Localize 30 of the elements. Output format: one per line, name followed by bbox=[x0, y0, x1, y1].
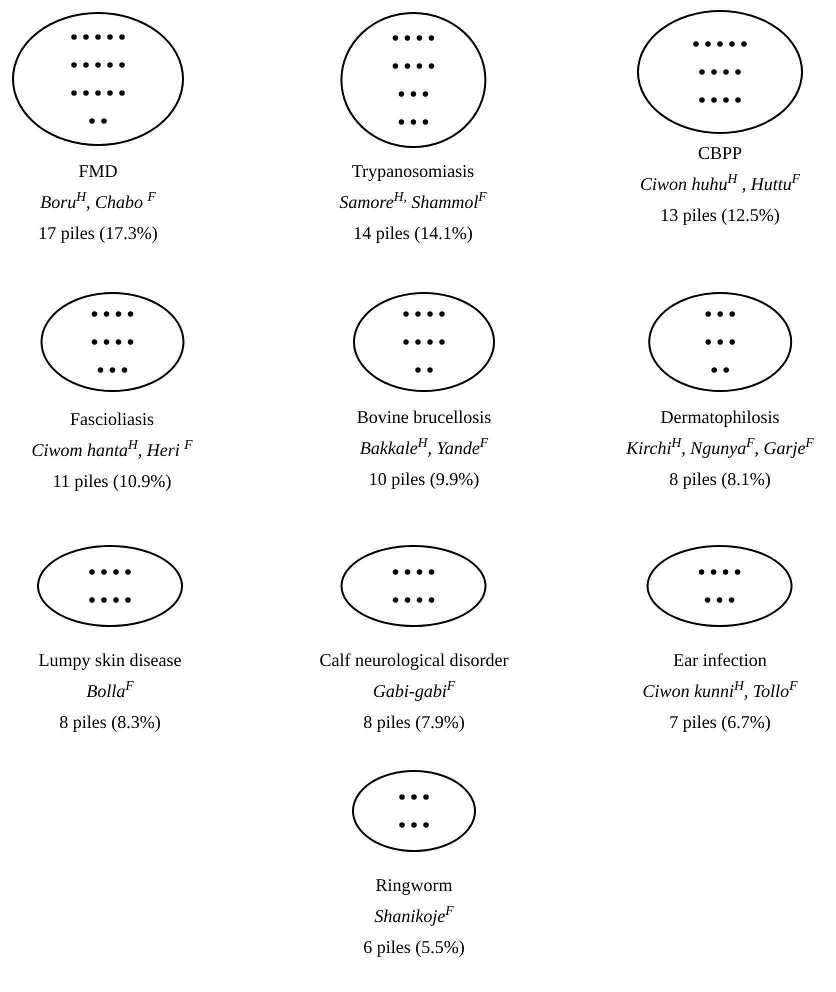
local-names: Bolla$^{F}$ bbox=[86, 680, 134, 702]
local-names: Bakkale$^{H}$, Yande$^{F}$ bbox=[360, 437, 488, 459]
pile-count: 11 piles (10.9%) bbox=[52, 470, 172, 492]
disease-name: Dermatophilosis bbox=[660, 406, 780, 428]
pile-count: 14 piles (14.1%) bbox=[353, 222, 473, 244]
local-names: Ciwon kunni$^{H}$, Tollo$^{F}$ bbox=[642, 680, 798, 702]
pile-count: 13 piles (12.5%) bbox=[660, 204, 780, 226]
disease-name: Fascioliasis bbox=[70, 408, 154, 430]
pile-count: 10 piles (9.9%) bbox=[368, 468, 480, 490]
disease-name: CBPP bbox=[698, 142, 742, 164]
disease-name: Ear infection bbox=[673, 649, 767, 671]
local-names: Boru$^{H}$, Chabo $^{F}$ bbox=[40, 191, 156, 213]
pile-count: 8 piles (7.9%) bbox=[363, 711, 465, 733]
disease-name: Ringworm bbox=[375, 874, 452, 896]
local-names: Shanikoje$^{F}$ bbox=[374, 905, 454, 927]
disease-name: Calf neurological disorder bbox=[320, 649, 508, 671]
local-names: Kirchi$^{H}$, Ngunya$^{F}$, Garje$^{F}$ bbox=[626, 437, 814, 459]
pile-count: 8 piles (8.3%) bbox=[59, 711, 161, 733]
disease-name: Bovine brucellosis bbox=[356, 406, 492, 428]
local-names: Ciwon huhu$^{H}$ , Huttu$^{F}$ bbox=[640, 173, 800, 195]
local-names: Gabi-gabi$^{F}$ bbox=[372, 680, 456, 702]
pile-count: 17 piles (17.3%) bbox=[38, 222, 158, 244]
disease-name: Lumpy skin disease bbox=[38, 649, 182, 671]
pile-count: 8 piles (8.1%) bbox=[669, 468, 771, 490]
local-names: Samore$^{H,}$ Shammol$^{F}$ bbox=[339, 191, 487, 213]
pile-count: 6 piles (5.5%) bbox=[363, 936, 465, 958]
disease-name: FMD bbox=[78, 160, 118, 182]
disease-name: Trypanosomiasis bbox=[352, 160, 474, 182]
pile-count: 7 piles (6.7%) bbox=[669, 711, 771, 733]
local-names: Ciwom hanta$^{H}$, Heri $^{F}$ bbox=[32, 439, 192, 461]
